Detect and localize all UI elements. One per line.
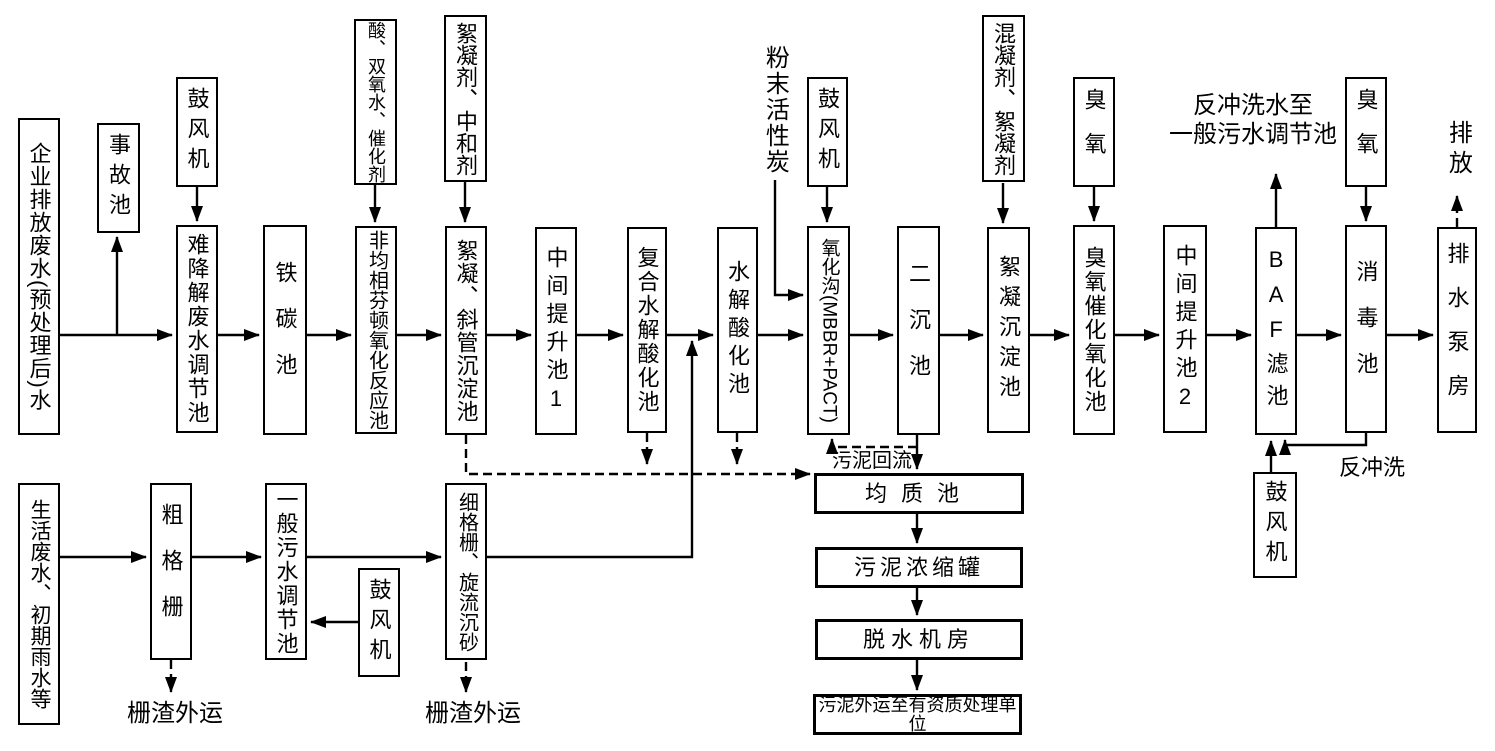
label-backwash-water-destination: 反冲洗水至 一般污水调节池 (1148, 92, 1358, 150)
node-fine-screen-vortex-grit: 细格栅、旋流沉砂 (445, 483, 487, 660)
node-sludge-offsite-disposal: 污泥外运至有资质处理单位 (813, 694, 1022, 735)
node-blower-3: 鼓风机 (358, 568, 400, 677)
node-hydrolysis-acidification: 水解酸化池 (717, 227, 758, 433)
label-screen-residue-right: 栅渣外运 (425, 700, 521, 727)
node-disinfection-basin: 消毒池 (1345, 225, 1387, 433)
node-blower-4: 鼓风机 (1253, 472, 1297, 578)
node-reagent-coagulant-flocculant: 混凝剂、絮凝剂 (982, 15, 1025, 182)
node-complex-hydrolysis-acidification: 复合水解酸化池 (627, 227, 667, 433)
label-backwash-water-destination-line2: 一般污水调节池 (1169, 120, 1337, 148)
node-flocculation-inclined-tube-clarifier: 絮凝、斜管沉淀池 (445, 226, 487, 435)
node-dewatering-room: 脱水机房 (815, 619, 1023, 660)
node-oxidation-ditch-mbbr-pact: 氧化沟(MBBR+PACT) (807, 226, 850, 435)
node-ozone-supply-1: 臭氧 (1073, 77, 1115, 187)
node-heterogeneous-fenton-reactor: 非均相芬顿氧化反应池 (355, 226, 397, 434)
node-domestic-wastewater-source: 生活废水、初期雨水等 (18, 483, 60, 725)
node-drainage-pump-house: 排水泵房 (1437, 227, 1477, 433)
node-iron-carbon-basin: 铁碳池 (263, 225, 307, 435)
node-secondary-clarifier: 二沉池 (897, 226, 940, 435)
node-reagent-acid-peroxide-catalyst: 酸、双氧水、催化剂 (354, 19, 397, 185)
node-ozone-catalytic-oxidation: 臭氧催化氧化池 (1073, 225, 1115, 435)
node-intermediate-lift-basin-1: 中间提升池1 (535, 227, 577, 435)
node-flocculation-sedimentation: 絮凝沉淀池 (987, 227, 1030, 433)
node-ozone-supply-2: 臭氧 (1345, 77, 1387, 187)
node-blower-1: 鼓风机 (176, 77, 218, 187)
node-baf-filter: BAF滤池 (1255, 227, 1297, 435)
node-accident-basin: 事故池 (97, 123, 140, 233)
label-sludge-return: 污泥回流 (832, 450, 912, 472)
label-discharge: 排放 (1444, 120, 1472, 180)
node-coarse-screen: 粗格栅 (150, 483, 192, 660)
node-reagent-flocculant-neutralizer: 絮凝剂、中和剂 (444, 15, 487, 182)
label-screen-residue-left: 栅渣外运 (127, 700, 223, 727)
node-blower-2: 鼓风机 (807, 77, 848, 187)
label-backwash-water-destination-line1: 反冲洗水至 (1193, 92, 1313, 119)
node-homogenization-basin: 均质池 (814, 473, 1024, 514)
label-backwash: 反冲洗 (1338, 455, 1405, 480)
node-industrial-wastewater-source: 企业排放废水(预处理后)水 (18, 118, 60, 435)
node-general-sewage-equalization: 一般污水调节池 (265, 483, 307, 660)
node-sludge-thickening-tank: 污泥浓缩罐 (815, 547, 1023, 588)
node-refractory-wastewater-equalization: 难降解废水调节池 (176, 225, 218, 433)
label-powdered-activated-carbon: 粉末活性炭 (761, 45, 789, 175)
node-intermediate-lift-basin-2: 中间提升池2 (1163, 225, 1207, 433)
